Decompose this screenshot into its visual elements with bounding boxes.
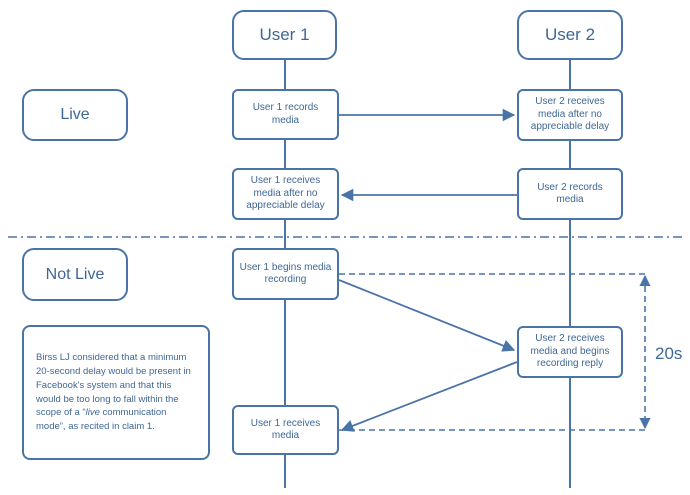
section-label-live: Live bbox=[22, 89, 128, 141]
lane-header-user2: User 2 bbox=[517, 10, 623, 60]
arrow-u1-to-u2-notlive bbox=[338, 279, 516, 352]
event-user2-receives-live: User 2 receives media after no appreciab… bbox=[517, 89, 623, 141]
section-label-not-live: Not Live bbox=[22, 248, 128, 301]
court-note-pre: Birss LJ considered that a minimum 20-se… bbox=[36, 352, 191, 419]
event-user1-receives-live: User 1 receives media after no appreciab… bbox=[232, 168, 339, 220]
event-user2-receives-begins-reply: User 2 receives media and begins recordi… bbox=[517, 326, 623, 378]
court-note-emphasis: live bbox=[85, 407, 100, 419]
event-user1-records: User 1 records media bbox=[232, 89, 339, 140]
event-user2-records: User 2 records media bbox=[517, 168, 623, 220]
court-note-post: communication mode”, as recited in claim… bbox=[36, 407, 167, 433]
delay-label: 20s bbox=[655, 344, 683, 363]
event-user1-begins-recording: User 1 begins media recording bbox=[232, 248, 339, 300]
court-note: Birss LJ considered that a minimum 20-se… bbox=[22, 325, 210, 460]
event-user1-receives: User 1 receives media bbox=[232, 405, 339, 455]
lane-header-user1: User 1 bbox=[232, 10, 337, 60]
arrow-u2-to-u1-notlive bbox=[340, 361, 518, 432]
court-note-text: Birss LJ considered that a minimum 20-se… bbox=[36, 351, 196, 434]
